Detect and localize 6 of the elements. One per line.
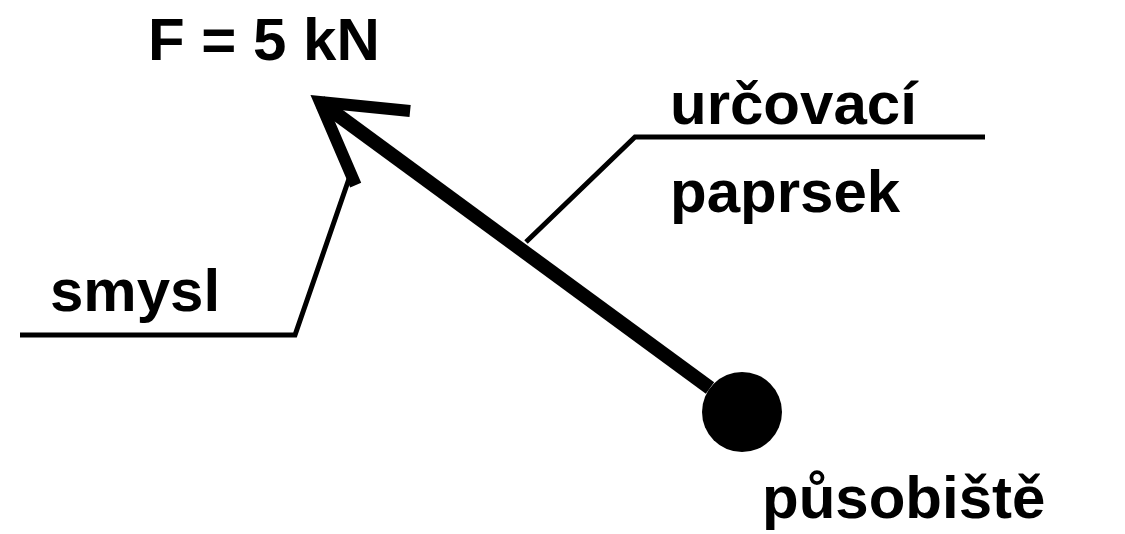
part-label: působiště	[762, 463, 1046, 533]
force-label: F = 5 kN	[148, 5, 380, 75]
application-point-dot	[702, 372, 782, 452]
part-label: smysl	[50, 256, 222, 326]
part-label: určovací paprsek	[670, 69, 920, 227]
leader-line	[524, 134, 985, 244]
